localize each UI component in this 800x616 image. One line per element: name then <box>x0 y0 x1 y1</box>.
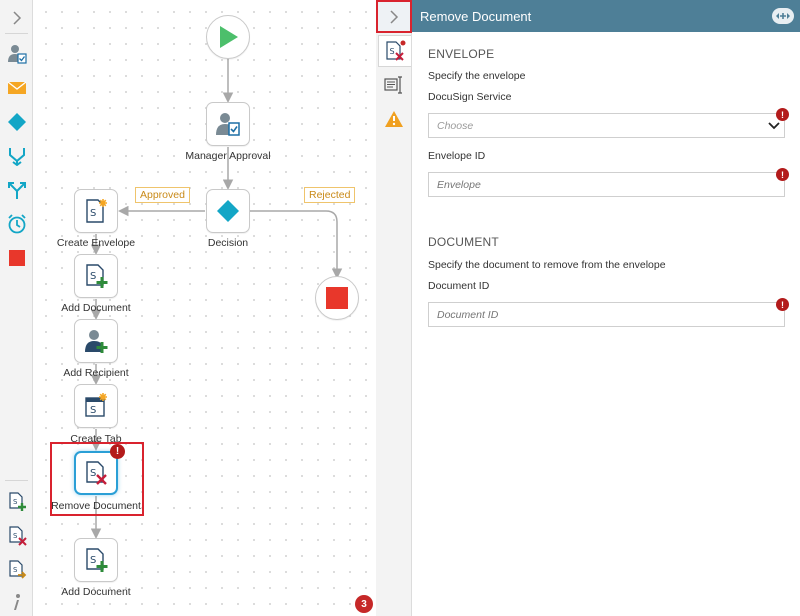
email-tool[interactable] <box>5 76 28 99</box>
remove-document-tool[interactable]: S <box>5 524 28 547</box>
stop-icon <box>326 287 348 309</box>
remove-document-error-badge[interactable]: ! <box>110 444 125 459</box>
add-document-label: Add Document <box>61 302 131 314</box>
svg-text:S: S <box>90 555 96 566</box>
decision-icon <box>7 112 26 131</box>
warning-icon <box>385 111 403 127</box>
add-document-label-2: Add Document <box>61 586 131 598</box>
approved-branch-label[interactable]: Approved <box>135 187 190 203</box>
user-task-icon <box>7 44 27 64</box>
workflow-canvas[interactable]: Manager Approval Decision Approved Rejec… <box>34 0 376 616</box>
create-tab-node[interactable]: S <box>74 384 118 428</box>
create-envelope-icon: S <box>86 199 107 223</box>
docusign-service-select[interactable]: Choose <box>428 113 785 138</box>
docusign-service-label: DocuSign Service <box>428 91 512 103</box>
split-icon <box>7 181 26 199</box>
description-tab[interactable] <box>382 73 406 97</box>
properties-panel: ENVELOPE Specify the envelope DocuSign S… <box>412 32 800 616</box>
svg-text:S: S <box>390 47 395 56</box>
split-tool[interactable] <box>5 178 28 201</box>
remove-document-icon: S <box>8 525 27 546</box>
add-document-node[interactable]: S <box>74 254 118 298</box>
export-document-icon: S <box>8 559 26 579</box>
envelope-id-label: Envelope ID <box>428 150 486 162</box>
info-button[interactable] <box>5 590 28 613</box>
add-recipient-icon <box>85 330 108 353</box>
decision-icon <box>217 200 239 222</box>
export-document-tool[interactable]: S <box>5 558 28 581</box>
toolbar-divider <box>5 33 28 34</box>
remove-document-icon: S <box>386 40 406 61</box>
add-document-tool[interactable]: S <box>5 490 28 513</box>
chevron-down-icon <box>764 121 784 130</box>
document-section-title: DOCUMENT <box>428 235 499 249</box>
timer-tool[interactable] <box>5 212 28 235</box>
svg-text:S: S <box>13 498 18 506</box>
manager-approval-node[interactable] <box>206 102 250 146</box>
play-icon <box>220 26 238 48</box>
text-field-icon <box>384 76 402 94</box>
toolbar-divider <box>5 480 28 481</box>
svg-text:S: S <box>13 566 18 574</box>
panel-side-strip: S <box>376 33 412 616</box>
chevron-right-icon <box>390 9 399 24</box>
manager-approval-label: Manager Approval <box>185 150 271 162</box>
panel-title: Remove Document <box>420 8 532 24</box>
remove-document-icon: S <box>86 461 107 485</box>
decision-node[interactable] <box>206 189 250 233</box>
stop-icon <box>8 249 25 266</box>
svg-text:S: S <box>90 208 96 219</box>
chevron-right-icon <box>12 10 21 25</box>
stop-tool[interactable] <box>5 246 28 269</box>
issue-count-badge[interactable]: 3 <box>355 595 373 613</box>
docusign-service-value: Choose <box>437 119 474 132</box>
document-id-label: Document ID <box>428 280 490 292</box>
stop-node[interactable] <box>315 276 359 320</box>
add-document-icon: S <box>86 264 108 288</box>
envelope-id-error-icon[interactable]: ! <box>776 168 789 181</box>
docusign-service-error-icon[interactable]: ! <box>776 108 789 121</box>
document-id-input[interactable] <box>428 302 785 327</box>
email-icon <box>7 80 26 94</box>
warnings-tab[interactable] <box>382 107 406 131</box>
merge-icon <box>8 147 25 166</box>
envelope-description: Specify the envelope <box>428 70 526 82</box>
decision-tool[interactable] <box>5 110 28 133</box>
add-document-icon: S <box>86 548 108 572</box>
collapse-panel-button[interactable] <box>376 0 412 33</box>
timer-icon <box>7 213 26 233</box>
panel-header: Remove Document <box>412 0 800 32</box>
create-envelope-node[interactable]: S <box>74 189 118 233</box>
add-document-icon: S <box>8 491 26 511</box>
add-recipient-node[interactable] <box>74 319 118 363</box>
merge-tool[interactable] <box>5 144 28 167</box>
decision-label: Decision <box>207 237 249 249</box>
expand-arrows-icon <box>776 13 790 19</box>
document-description: Specify the document to remove from the … <box>428 259 666 271</box>
add-document-node-2[interactable]: S <box>74 538 118 582</box>
document-id-error-icon[interactable]: ! <box>776 298 789 311</box>
envelope-section-title: ENVELOPE <box>428 47 495 61</box>
expand-panel-button[interactable] <box>772 8 794 24</box>
envelope-id-input[interactable] <box>428 172 785 197</box>
svg-text:S: S <box>90 468 96 479</box>
info-icon <box>13 593 20 610</box>
create-tab-label: Create Tab <box>70 433 122 445</box>
expand-toolbox-button[interactable] <box>5 6 28 29</box>
start-node[interactable] <box>206 15 250 59</box>
create-tab-icon: S <box>85 393 107 417</box>
svg-text:S: S <box>90 405 96 416</box>
create-envelope-label: Create Envelope <box>56 237 136 249</box>
left-toolbar: S S S <box>0 0 33 616</box>
remove-document-label: Remove Document <box>51 500 141 512</box>
svg-text:S: S <box>13 532 18 540</box>
user-task-tool[interactable] <box>5 42 28 65</box>
remove-document-node[interactable]: S <box>74 451 118 495</box>
properties-tab[interactable]: S <box>378 35 411 67</box>
workflow-connectors <box>90 58 343 539</box>
svg-text:S: S <box>90 271 96 282</box>
rejected-branch-label[interactable]: Rejected <box>304 187 356 203</box>
user-task-icon <box>216 113 240 136</box>
add-recipient-label: Add Recipient <box>63 367 129 379</box>
